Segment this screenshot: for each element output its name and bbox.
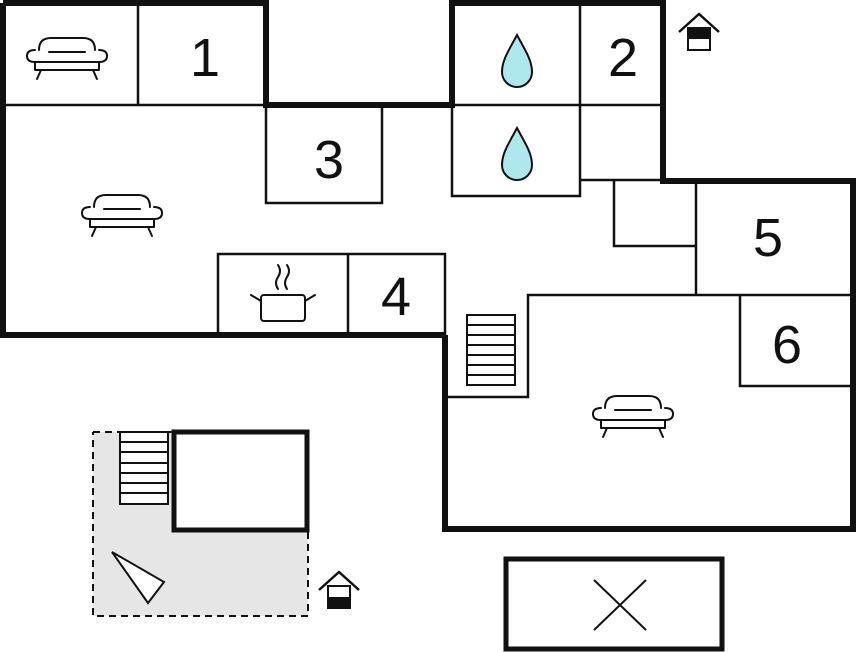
sofa-icon (26, 37, 108, 80)
terrace-sunshade-icon (111, 551, 166, 605)
lower-outer-wall (442, 295, 856, 532)
upper-outer-wall (3, 0, 856, 295)
room-label-1: 1 (190, 28, 220, 88)
interior-walls (3, 3, 853, 399)
stairs-icon (466, 314, 516, 386)
stairs-icon (119, 431, 169, 505)
upper-left-wall (0, 3, 445, 338)
sofa-icon (592, 395, 674, 438)
sofa-icon (81, 194, 163, 237)
room-label-3: 3 (314, 130, 344, 190)
outdoor-area (503, 556, 725, 652)
room-label-2: 2 (608, 28, 638, 88)
room-label-6: 6 (772, 315, 802, 375)
pool (171, 429, 310, 533)
room-label-5: 5 (753, 208, 783, 268)
room-label-4: 4 (381, 267, 411, 327)
entrance-house-icon (318, 570, 360, 609)
water-drop-icon (500, 32, 534, 88)
cooking-pot-icon (250, 264, 316, 322)
water-drop-icon (500, 125, 534, 181)
entrance-house-icon (678, 12, 720, 51)
